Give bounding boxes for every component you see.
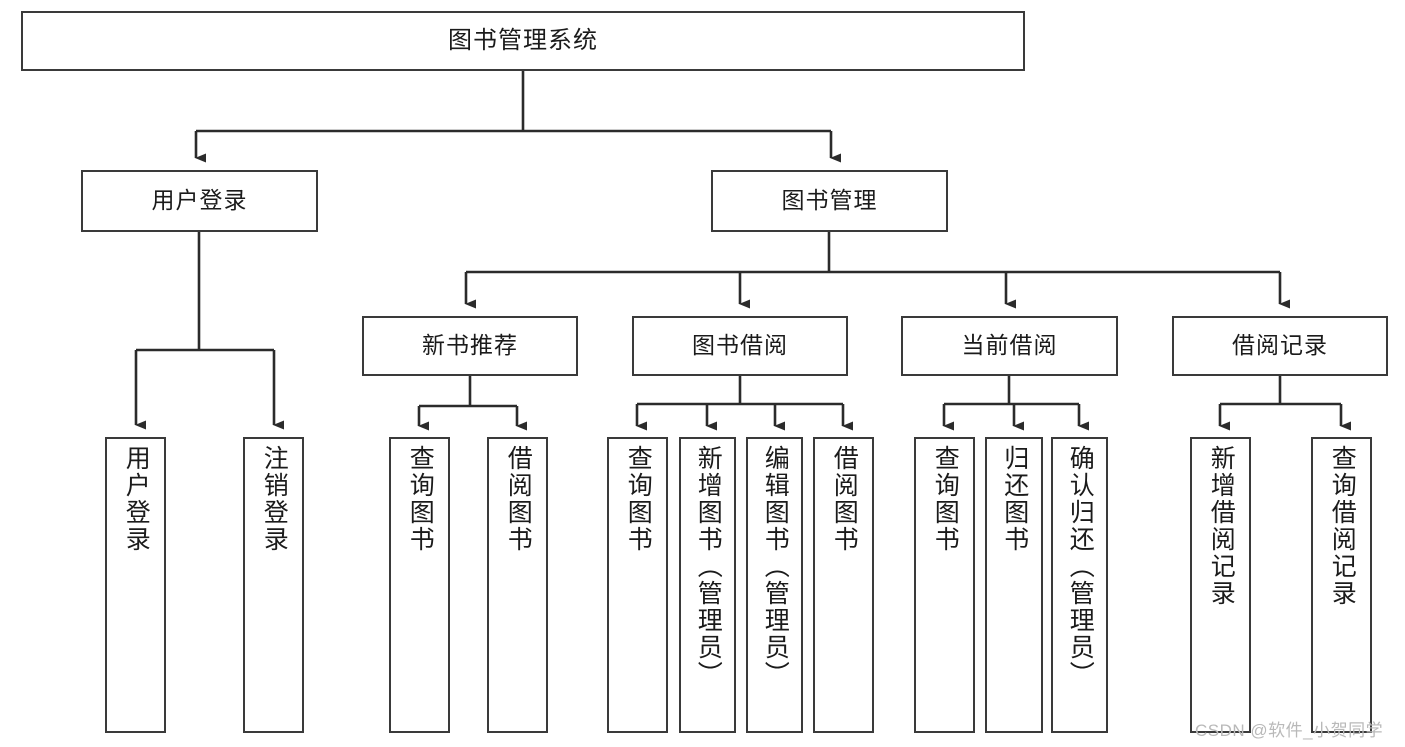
leaf-cur-query-label: 查询图书 [931,445,960,553]
leaf-cur-confirm[interactable]: 确认归还（管理员） [1051,437,1108,733]
leaf-record-query-label: 查询借阅记录 [1328,445,1357,607]
node-user-login-label: 用户登录 [151,187,248,214]
node-borrow-record-label: 借阅记录 [1232,332,1328,359]
leaf-brw-borrow-label: 借阅图书 [830,445,859,553]
leaf-brw-edit-label: 编辑图书（管理员） [761,445,790,688]
leaf-brw-add[interactable]: 新增图书（管理员） [679,437,736,733]
node-book-manage[interactable]: 图书管理 [711,170,948,232]
csdn-watermark: CSDN @软件_小贺同学 [1195,721,1384,740]
leaf-brw-edit[interactable]: 编辑图书（管理员） [746,437,803,733]
leaf-brw-add-label: 新增图书（管理员） [694,445,723,688]
leaf-brw-query-label: 查询图书 [624,445,653,553]
node-root[interactable]: 图书管理系统 [21,11,1025,71]
node-new-book-rec-label: 新书推荐 [422,332,518,359]
leaf-rec-borrow-label: 借阅图书 [504,445,533,553]
node-book-manage-label: 图书管理 [781,187,878,214]
leaf-brw-borrow[interactable]: 借阅图书 [813,437,874,733]
leaf-user-login[interactable]: 用户登录 [105,437,166,733]
leaf-record-query[interactable]: 查询借阅记录 [1311,437,1372,733]
leaf-record-add-label: 新增借阅记录 [1207,445,1236,607]
leaf-rec-query-label: 查询图书 [406,445,435,553]
leaf-rec-query[interactable]: 查询图书 [389,437,450,733]
node-book-borrow[interactable]: 图书借阅 [632,316,848,376]
node-current-borrow[interactable]: 当前借阅 [901,316,1118,376]
leaf-cur-return[interactable]: 归还图书 [985,437,1043,733]
node-book-borrow-label: 图书借阅 [692,332,788,359]
leaf-user-logout[interactable]: 注销登录 [243,437,304,733]
leaf-cur-query[interactable]: 查询图书 [914,437,975,733]
node-current-borrow-label: 当前借阅 [961,332,1058,359]
node-root-label: 图书管理系统 [448,26,598,54]
node-borrow-record[interactable]: 借阅记录 [1172,316,1388,376]
leaf-brw-query[interactable]: 查询图书 [607,437,668,733]
leaf-user-logout-label: 注销登录 [260,445,289,553]
node-user-login[interactable]: 用户登录 [81,170,318,232]
leaf-cur-confirm-label: 确认归还（管理员） [1066,445,1095,688]
leaf-record-add[interactable]: 新增借阅记录 [1190,437,1251,733]
leaf-cur-return-label: 归还图书 [1000,445,1029,553]
leaf-rec-borrow[interactable]: 借阅图书 [487,437,548,733]
leaf-user-login-label: 用户登录 [122,445,151,553]
node-new-book-rec[interactable]: 新书推荐 [362,316,578,376]
